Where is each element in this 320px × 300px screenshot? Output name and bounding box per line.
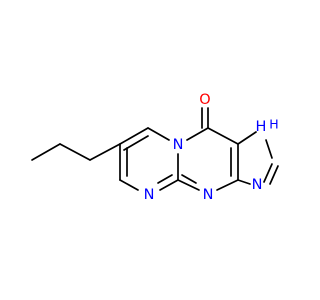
bond-mid-c7a-nbridge: [216, 179, 239, 191]
imidazole-h-label: H: [269, 117, 278, 132]
bonds: [31, 107, 279, 191]
structure-canvas: O N N N N H H: [31, 92, 279, 203]
bond-imid-c3a-nh: [237, 131, 257, 145]
bridgehead-nitrogen-label: N: [173, 137, 184, 153]
bond-ring-npyr-c6: [119, 179, 139, 191]
bond-propyl-3: [89, 143, 121, 161]
bond-ring-cbridge-npyr: [159, 179, 179, 191]
bond-imid-nh-c2: [265, 139, 273, 159]
bond-ring-c7-c8: [119, 127, 149, 145]
atom-labels: O N N N N H H: [144, 92, 279, 203]
bond-mid-n-ccarbonyl: [186, 127, 209, 141]
bond-mid-nbridge-cbridge: [177, 179, 200, 191]
imidazole-nitrogen-label: N: [252, 177, 263, 193]
bond-mid-nbridge-cbridge-double: [181, 174, 197, 184]
bond-mid-ccarbonyl-c3a: [207, 127, 239, 145]
imidazole-nh-label: H: [256, 119, 267, 135]
bond-imid-c2-n-double: [269, 165, 279, 185]
carbonyl-oxygen-label: O: [199, 92, 210, 108]
bond-propyl-2: [59, 143, 91, 161]
bridge-nitrogen-label: N: [203, 187, 214, 203]
bond-ring-cbridge-npyr-double: [157, 174, 173, 184]
pyrimidine-nitrogen-label: N: [144, 187, 155, 203]
bond-propyl-1: [31, 143, 61, 161]
molecule-diagram: O N N N N H H: [31, 92, 279, 203]
bond-ring-c8-c8-double: [123, 135, 149, 151]
bond-imid-c2-n: [263, 163, 273, 183]
bond-imid-n-c7a: [237, 179, 251, 185]
bond-ring-c8-n: [147, 127, 170, 141]
